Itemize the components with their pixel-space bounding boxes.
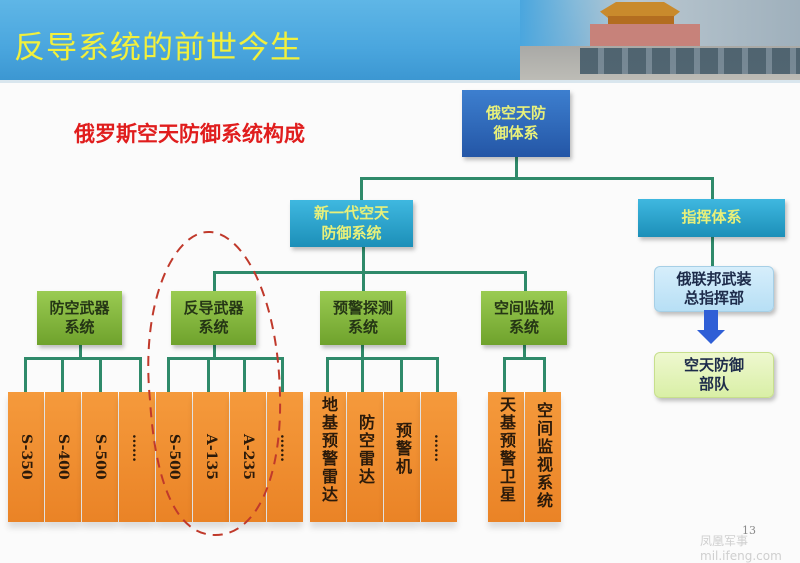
connector-antimissile-leaf-2 xyxy=(207,357,210,392)
space-surveillance-label-line1: 空间监视 xyxy=(493,298,554,317)
leaf-air-defense-radar: 防空雷达 xyxy=(347,392,383,522)
connector-early-warning-leaf-2 xyxy=(361,357,364,392)
connector-space-leaf-2 xyxy=(543,357,546,392)
unit-label-line2: 部队 xyxy=(698,375,729,393)
connector-air-defense-leaf-3 xyxy=(99,357,102,392)
leaf-label: S-350 xyxy=(18,434,34,480)
connector-early-warning-down xyxy=(361,345,364,359)
arrow-down-shaft xyxy=(704,310,718,332)
air-defense-label-line2: 系统 xyxy=(64,318,95,336)
box-aerospace-defense-forces: 空天防御部队 xyxy=(654,352,774,398)
connector-antimissile-leaf-3 xyxy=(243,357,246,392)
connector-antimissile-horizontal xyxy=(167,357,284,360)
leaf-label: …… xyxy=(277,434,293,462)
leaf-label: A-135 xyxy=(203,434,219,480)
box-early-warning: 预警探测系统 xyxy=(320,291,406,345)
connector-antimissile-leaf-1 xyxy=(167,357,170,392)
leaf-label: 防空雷达 xyxy=(356,414,375,486)
connector-level2-horizontal xyxy=(213,271,527,274)
leaf-s500-air-defense: S-500 xyxy=(82,392,118,522)
header-divider xyxy=(0,80,800,83)
slide-header: 反导系统的前世今生 xyxy=(0,0,800,80)
box-new-gen-defense-system: 新一代空天防御系统 xyxy=(290,200,413,247)
leaf-label: S-500 xyxy=(92,434,108,480)
leaf-a135: A-135 xyxy=(193,392,229,522)
leaf-label: 地基预警雷达 xyxy=(319,396,338,504)
gate-roof-decoration xyxy=(600,2,680,18)
early-warning-label-line2: 系统 xyxy=(347,318,378,336)
diagram-subtitle: 俄罗斯空天防御系统构成 xyxy=(74,122,305,146)
connector-early-warning-leaf-1 xyxy=(326,357,329,392)
leaf-label: …… xyxy=(431,434,447,462)
page-number: 13 xyxy=(742,524,756,537)
leaf-space-early-warning-satellite: 天基预警卫星 xyxy=(488,392,524,522)
slide-title: 反导系统的前世今生 xyxy=(14,30,302,66)
air-defense-label-line1: 防空武器 xyxy=(49,298,110,317)
connector-space-horizontal xyxy=(503,357,546,360)
leaf-label: S-400 xyxy=(55,434,71,480)
connector-new-system-down xyxy=(362,247,365,273)
connector-antimissile-leaf-4 xyxy=(281,357,284,392)
connector-air-defense-leaf-1 xyxy=(24,357,27,392)
leaf-awacs: 预警机 xyxy=(384,392,420,522)
unit-label-line1: 空天防御 xyxy=(683,355,744,374)
leaf-label: A-235 xyxy=(240,434,256,480)
connector-to-space-surveillance xyxy=(524,271,527,291)
leaf-more-antimissile: …… xyxy=(267,392,303,522)
root-label-line2: 御体系 xyxy=(493,123,539,142)
leaf-s400: S-400 xyxy=(45,392,81,522)
connector-root-down xyxy=(515,157,518,179)
connector-air-defense-leaf-2 xyxy=(61,357,64,392)
leaf-more-early-warning: …… xyxy=(421,392,457,522)
connector-air-defense-leaf-4 xyxy=(139,357,142,392)
connector-early-warning-leaf-3 xyxy=(400,357,403,392)
header-parade-image xyxy=(520,0,800,80)
leaf-label: S-500 xyxy=(166,434,182,480)
leaf-s350: S-350 xyxy=(8,392,44,522)
arrow-down-icon xyxy=(697,330,725,344)
leaf-label: 天基预警卫星 xyxy=(497,396,516,504)
leaf-label: 预警机 xyxy=(393,422,412,476)
connector-to-antimissile xyxy=(213,271,216,291)
parade-vehicles-decoration xyxy=(580,48,800,74)
connector-command-down xyxy=(711,237,714,267)
connector-air-defense-horizontal xyxy=(24,357,141,360)
watermark: 凤凰军事 mil.ifeng.com xyxy=(700,534,782,563)
leaf-label: …… xyxy=(129,434,145,462)
box-air-defense-weapons: 防空武器系统 xyxy=(37,291,122,345)
command-system-label: 指挥体系 xyxy=(681,208,742,227)
leaf-ground-early-warning-radar: 地基预警雷达 xyxy=(310,392,346,522)
connector-space-down xyxy=(523,345,526,359)
leaf-label: 空间监视系统 xyxy=(534,402,553,510)
connector-air-defense-down xyxy=(79,345,82,359)
box-armed-forces-hq: 俄联邦武装总指挥部 xyxy=(654,266,774,312)
antimissile-label-line2: 系统 xyxy=(198,318,229,336)
space-surveillance-label-line2: 系统 xyxy=(508,318,539,336)
connector-to-new-system xyxy=(360,177,363,201)
leaf-space-surveillance-system: 空间监视系统 xyxy=(525,392,561,522)
leaf-more-air-defense: …… xyxy=(119,392,155,522)
leaf-a235: A-235 xyxy=(230,392,266,522)
connector-level1-horizontal xyxy=(360,177,714,180)
new-gen-label-line2: 防御系统 xyxy=(321,223,382,242)
box-command-system: 指挥体系 xyxy=(638,199,785,237)
connector-to-command xyxy=(711,177,714,199)
new-gen-label-line1: 新一代空天 xyxy=(313,204,389,222)
box-antimissile-weapons: 反导武器系统 xyxy=(171,291,256,345)
antimissile-label-line1: 反导武器 xyxy=(183,298,244,317)
gate-roof-lower-decoration xyxy=(608,16,674,24)
box-space-surveillance: 空间监视系统 xyxy=(481,291,567,345)
connector-space-leaf-1 xyxy=(503,357,506,392)
connector-to-early-warning xyxy=(362,271,365,291)
root-box-air-space-defense: 俄空天防御体系 xyxy=(462,90,570,157)
early-warning-label-line1: 预警探测 xyxy=(332,298,393,317)
connector-early-warning-leaf-4 xyxy=(436,357,439,392)
leaf-s500-antimissile: S-500 xyxy=(156,392,192,522)
hq-label-line1: 俄联邦武装 xyxy=(676,269,752,288)
connector-early-warning-horizontal xyxy=(326,357,439,360)
root-label-line1: 俄空天防 xyxy=(485,104,546,122)
hq-label-line2: 总指挥部 xyxy=(683,289,744,307)
gate-wall-decoration xyxy=(590,24,700,46)
